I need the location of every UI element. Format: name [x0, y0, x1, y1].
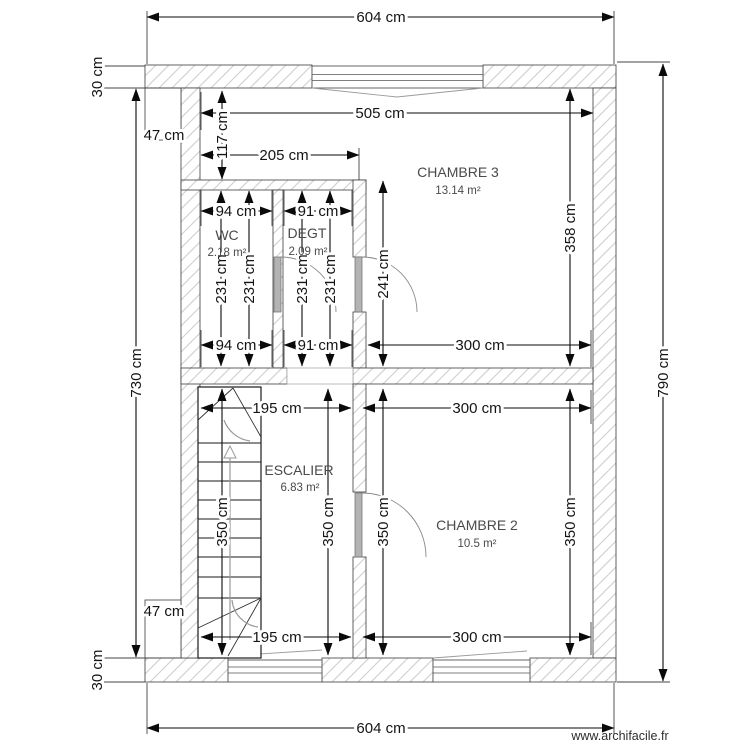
window-bottom-right-panes — [433, 666, 530, 674]
window-bottom-left — [227, 659, 323, 683]
doors — [273, 256, 427, 558]
dimension-labels: 604 cm 505 cm 205 cm 94 cm 91 cm 94 cm 9… — [86, 6, 675, 740]
wall-hall-ch2-upper — [352, 383, 367, 493]
dim-label-231-degt-right: 231 cm — [322, 254, 339, 303]
wall-mid-right — [352, 367, 594, 385]
dim-label-94-top: 94 cm — [216, 203, 257, 220]
chambre3-door-swing-arc — [361, 256, 418, 313]
dim-label-241: 241 cm — [375, 249, 392, 298]
dim-label-47-bottom: 47 cm — [144, 603, 185, 620]
room-area-wc: 2.18 m² — [208, 247, 247, 259]
ext-30 — [104, 65, 181, 683]
wall-degt-ch3-lower — [352, 311, 367, 369]
room-label-chambre3: CHAMBRE 3 — [417, 164, 499, 180]
wall-degt-ch3-upper — [352, 179, 367, 258]
room-labels: CHAMBRE 3 13.14 m² WC 2.18 m² DEGT 2.09 … — [208, 164, 519, 550]
dim-label-505: 505 cm — [355, 105, 404, 122]
wall-right — [592, 87, 617, 659]
dim-label-231-wc-left: 231 cm — [213, 254, 230, 303]
room-label-escalier: ESCALIER — [264, 462, 333, 478]
wc-door-leaf — [273, 256, 282, 313]
wall-bottom-right-segment — [529, 657, 617, 683]
dim-label-604-top: 604 cm — [356, 9, 405, 26]
dim-label-300-ch3: 300 cm — [455, 337, 504, 354]
dim-label-91-top: 91 cm — [298, 203, 339, 220]
wall-hall-ch2-lower — [352, 556, 367, 659]
dim-label-350-stairs: 350 cm — [214, 497, 231, 546]
window-top-glazing — [311, 87, 484, 98]
window-bottom-right-glazing — [432, 650, 528, 659]
dim-label-231-wc-right: 231 cm — [241, 254, 258, 303]
dimension-lines — [131, 12, 668, 733]
dim-label-300-ch2-top: 300 cm — [452, 400, 501, 417]
dim-label-205: 205 cm — [259, 147, 308, 164]
wall-top-left-segment — [144, 64, 313, 89]
ext-790 — [617, 61, 670, 683]
dim-label-47-top: 47 cm — [144, 127, 185, 144]
windows — [227, 65, 531, 683]
dim-label-195-top: 195 cm — [252, 400, 301, 417]
dim-label-350-ch2-right: 350 cm — [562, 497, 579, 546]
room-label-chambre2: CHAMBRE 2 — [436, 517, 518, 533]
room-label-wc: WC — [215, 227, 238, 243]
dim-label-358: 358 cm — [562, 203, 579, 252]
dim-label-604-bottom: 604 cm — [356, 720, 405, 737]
window-bottom-right — [432, 659, 531, 683]
dim-label-30-top: 30 cm — [89, 57, 106, 98]
dim-label-790: 790 cm — [655, 348, 672, 397]
stair-direction-arrow-icon — [223, 444, 237, 459]
room-area-chambre3: 13.14 m² — [435, 185, 481, 197]
dim-label-91-bottom: 91 cm — [298, 337, 339, 354]
dim-label-350-ch2-left: 350 cm — [375, 497, 392, 546]
room-label-degt: DEGT — [288, 225, 327, 241]
landing-opening — [286, 367, 354, 385]
room-area-degt: 2.09 m² — [289, 246, 328, 258]
window-bottom-left-panes — [228, 666, 322, 674]
chambre3-door-leaf — [354, 256, 363, 313]
dim-label-30-bottom: 30 cm — [89, 650, 106, 691]
wall-bottom-mid-segment — [321, 657, 434, 683]
wall-mid-left — [180, 367, 288, 385]
room-area-escalier: 6.83 m² — [281, 482, 320, 494]
watermark: www.archifacile.fr — [570, 729, 668, 743]
ext-604 — [146, 11, 615, 734]
dim-label-195-bottom: 195 cm — [252, 629, 301, 646]
window-top — [311, 65, 484, 89]
wc-door-swing-arc — [280, 256, 337, 313]
dim-label-300-ch2-bottom: 300 cm — [452, 629, 501, 646]
dim-label-231-degt-left: 231 cm — [294, 254, 311, 303]
dim-label-350-hall: 350 cm — [320, 497, 337, 546]
chambre2-door-leaf — [354, 492, 363, 558]
wall-wc-degt-top — [180, 179, 367, 191]
dim-label-117: 117 cm — [214, 111, 231, 159]
wall-bottom-left-segment — [144, 657, 229, 683]
room-area-chambre2: 10.5 m² — [458, 538, 497, 550]
chambre2-door-swing-arc — [361, 492, 427, 558]
window-top-panes — [312, 74, 483, 81]
wall-top-right-segment — [482, 64, 617, 89]
dim-label-94-bottom: 94 cm — [216, 337, 257, 354]
dim-label-730: 730 cm — [128, 348, 145, 397]
